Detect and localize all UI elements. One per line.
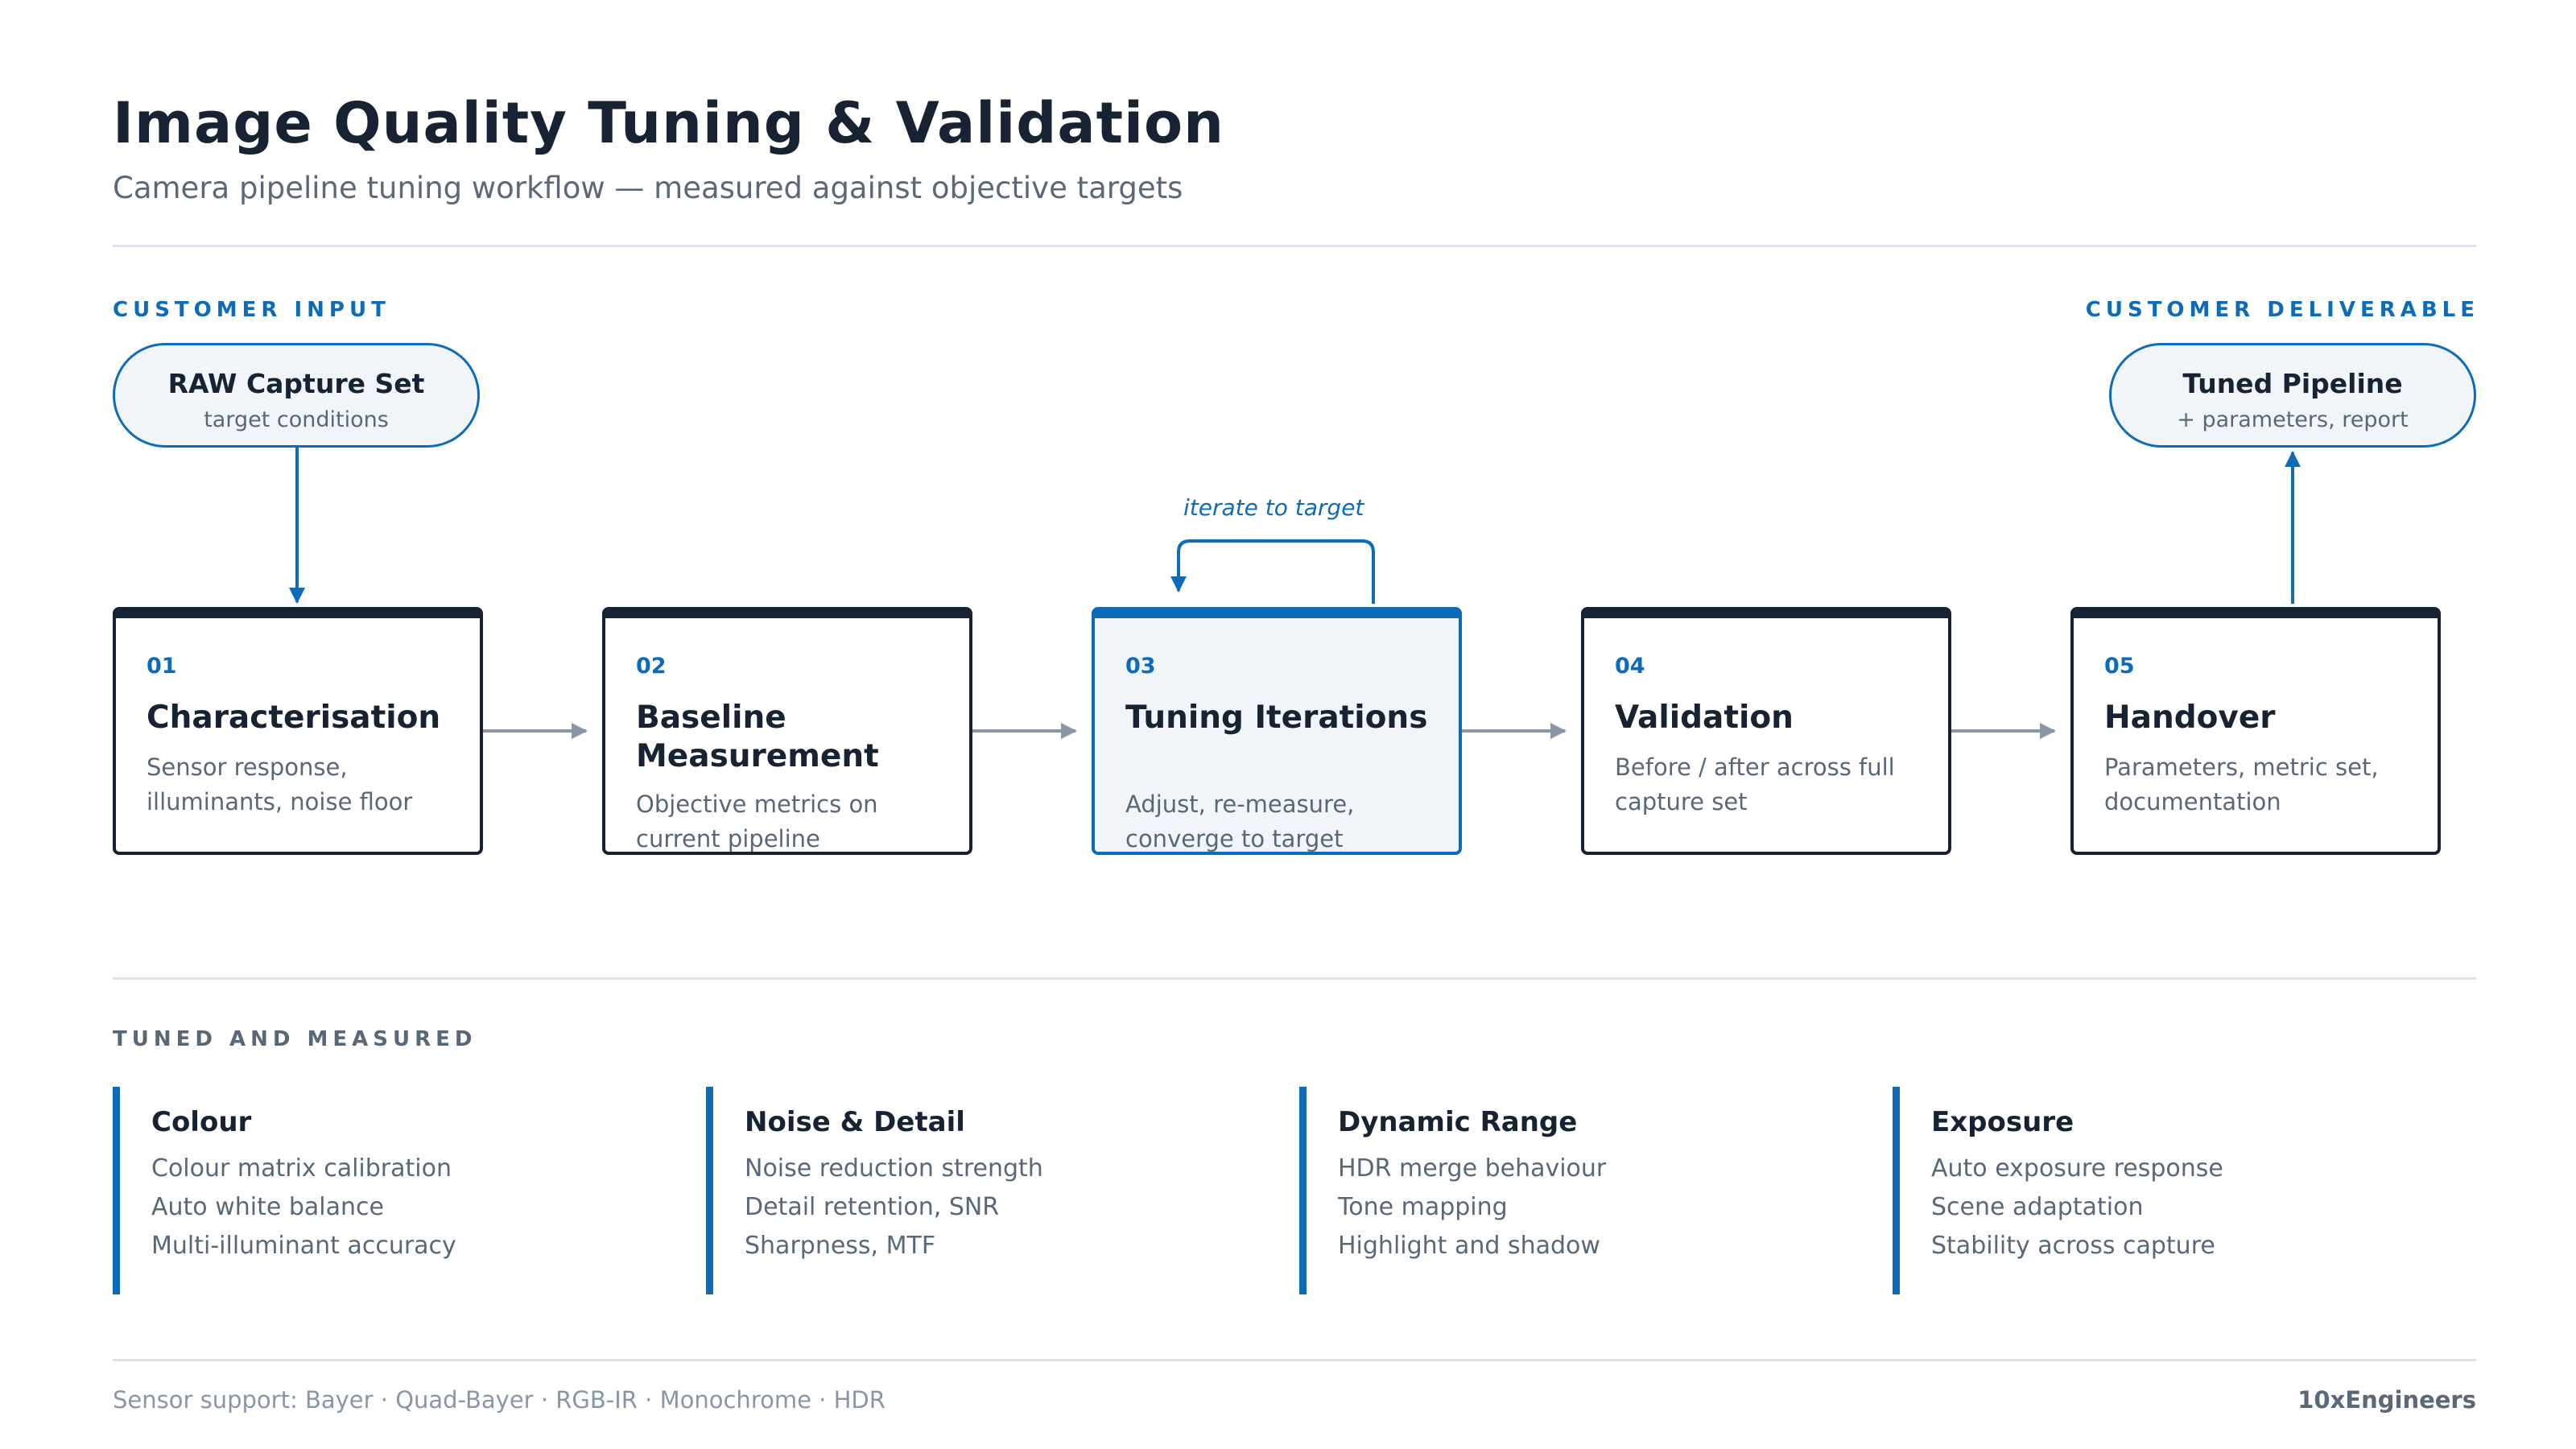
step-handover: 05 Handover Parameters, metric set, docu… (2070, 607, 2441, 855)
header-divider (113, 245, 2476, 247)
metric-accent-bar (113, 1087, 120, 1294)
raw-capture-set-node: RAW Capture Set target conditions (113, 343, 480, 448)
footer-divider (113, 1359, 2476, 1361)
metric-colour: Colour Colour matrix calibration Auto wh… (113, 1087, 612, 1294)
metric-item: Auto white balance (151, 1193, 384, 1221)
metric-items: Auto exposure response Scene adaptation … (1931, 1150, 2223, 1265)
metric-item: Highlight and shadow (1338, 1232, 1600, 1260)
step-title: Handover (2104, 700, 2276, 736)
customer-input-label: CUSTOMER INPUT (113, 298, 390, 322)
metric-dynamic-range: Dynamic Range HDR merge behaviour Tone m… (1299, 1087, 1798, 1294)
step-description: Parameters, metric set, documentation (2104, 753, 2379, 815)
metric-items: Noise reduction strength Detail retentio… (745, 1150, 1043, 1265)
metric-accent-bar (706, 1087, 713, 1294)
sensor-support-text: Sensor support: Bayer · Quad-Bayer · RGB… (113, 1386, 886, 1414)
metric-title: Colour (151, 1106, 252, 1138)
step-baseline-measurement: 02 Baseline Measurement Objective metric… (602, 607, 972, 855)
section-divider (113, 977, 2476, 980)
metric-item: Auto exposure response (1931, 1154, 2223, 1183)
metric-item: Multi-illuminant accuracy (151, 1232, 456, 1260)
step-description: Objective metrics on current pipeline (636, 791, 878, 852)
metric-item: Noise reduction strength (745, 1154, 1043, 1183)
tuned-pipeline-node: Tuned Pipeline + parameters, report (2109, 343, 2476, 448)
metric-item: Scene adaptation (1931, 1193, 2144, 1221)
step-title: Baseline Measurement (636, 700, 879, 774)
raw-capture-set-title: RAW Capture Set (167, 368, 425, 399)
metric-accent-bar (1299, 1087, 1307, 1294)
metric-item: HDR merge behaviour (1338, 1154, 1607, 1183)
page-subtitle: Camera pipeline tuning workflow — measur… (113, 171, 1183, 205)
metric-exposure: Exposure Auto exposure response Scene ad… (1893, 1087, 2392, 1294)
metric-item: Stability across capture (1931, 1232, 2215, 1260)
step-title: Characterisation (147, 700, 441, 736)
metric-items: HDR merge behaviour Tone mapping Highlig… (1338, 1150, 1606, 1265)
step-title: Validation (1615, 700, 1794, 736)
tuned-pipeline-subtitle: + parameters, report (2177, 407, 2409, 432)
metric-item: Sharpness, MTF (745, 1232, 936, 1260)
step-number: 05 (2104, 654, 2135, 679)
step-description: Before / after across full capture set (1615, 753, 1895, 815)
brand-logo-text: 10xEngineers (2297, 1386, 2476, 1414)
step-title: Tuning Iterations (1125, 700, 1428, 736)
metric-accent-bar (1893, 1087, 1900, 1294)
tuned-and-measured-label: TUNED AND MEASURED (113, 1027, 477, 1051)
metric-items: Colour matrix calibration Auto white bal… (151, 1150, 456, 1265)
step-number: 04 (1615, 654, 1645, 679)
step-number: 01 (147, 654, 177, 679)
loop-label: iterate to target (1183, 494, 1364, 521)
metric-item: Tone mapping (1338, 1193, 1508, 1221)
customer-deliverable-label: CUSTOMER DELIVERABLE (2085, 298, 2479, 322)
step-tuning-iterations: 03 Tuning Iterations Adjust, re-measure,… (1092, 607, 1462, 855)
iterate-loop-arrow (1170, 539, 1375, 604)
tuned-pipeline-title: Tuned Pipeline (2182, 368, 2403, 399)
metric-title: Noise & Detail (745, 1106, 965, 1138)
raw-capture-set-subtitle: target conditions (204, 407, 389, 432)
page-title: Image Quality Tuning & Validation (113, 90, 1224, 156)
metric-item: Detail retention, SNR (745, 1193, 1000, 1221)
step-number: 02 (636, 654, 667, 679)
step-number: 03 (1125, 654, 1156, 679)
step-characterisation: 01 Characterisation Sensor response, ill… (113, 607, 483, 855)
step-description: Sensor response, illuminants, noise floo… (147, 753, 413, 815)
metric-noise-detail: Noise & Detail Noise reduction strength … (706, 1087, 1205, 1294)
metric-title: Dynamic Range (1338, 1106, 1578, 1138)
step-description: Adjust, re-measure, converge to target (1125, 791, 1355, 852)
step-validation: 04 Validation Before / after across full… (1581, 607, 1951, 855)
metric-item: Colour matrix calibration (151, 1154, 452, 1183)
metric-title: Exposure (1931, 1106, 2074, 1138)
